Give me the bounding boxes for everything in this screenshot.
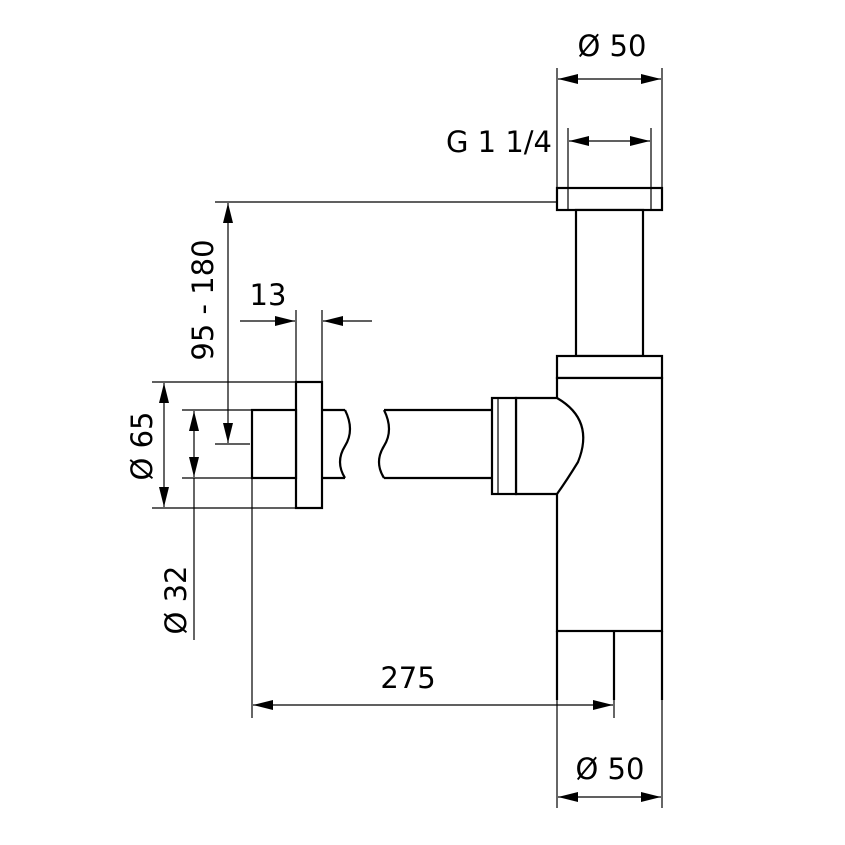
outlet-elbow (490, 396, 585, 496)
dim-bottom-diameter-label: Ø 50 (576, 752, 645, 786)
dim-height-range-label: 95 - 180 (186, 239, 220, 360)
upper-tube (574, 208, 645, 358)
dim-flange-thickness-label: 13 (250, 278, 287, 312)
mid-ring (555, 354, 664, 380)
horizontal-pipe (322, 408, 492, 480)
siphon-body (555, 186, 664, 700)
dim-flange-diameter: Ø 65 (125, 381, 296, 509)
dim-flange-diameter-label: Ø 65 (125, 412, 159, 481)
dim-thread: G 1 1/4 (446, 125, 652, 210)
dim-offset-length-label: 275 (380, 661, 435, 695)
dim-thread-label: G 1 1/4 (446, 125, 552, 159)
dim-offset-length: 275 (251, 478, 615, 718)
dim-top-diameter: Ø 50 (556, 29, 663, 188)
dim-pipe-diameter: Ø 32 (159, 409, 252, 640)
dim-pipe-diameter-label: Ø 32 (159, 566, 193, 635)
dim-flange-thickness: 13 (240, 278, 372, 382)
top-cap (555, 186, 664, 212)
flange-rosette (294, 380, 324, 510)
dim-top-diameter-label: Ø 50 (578, 29, 647, 63)
coupling-nut (490, 396, 518, 496)
dim-bottom-diameter: Ø 50 (556, 700, 663, 808)
wall-pipe-stub (250, 408, 298, 480)
wall-flange (250, 380, 324, 510)
dim-height-range: 95 - 180 (186, 201, 557, 445)
